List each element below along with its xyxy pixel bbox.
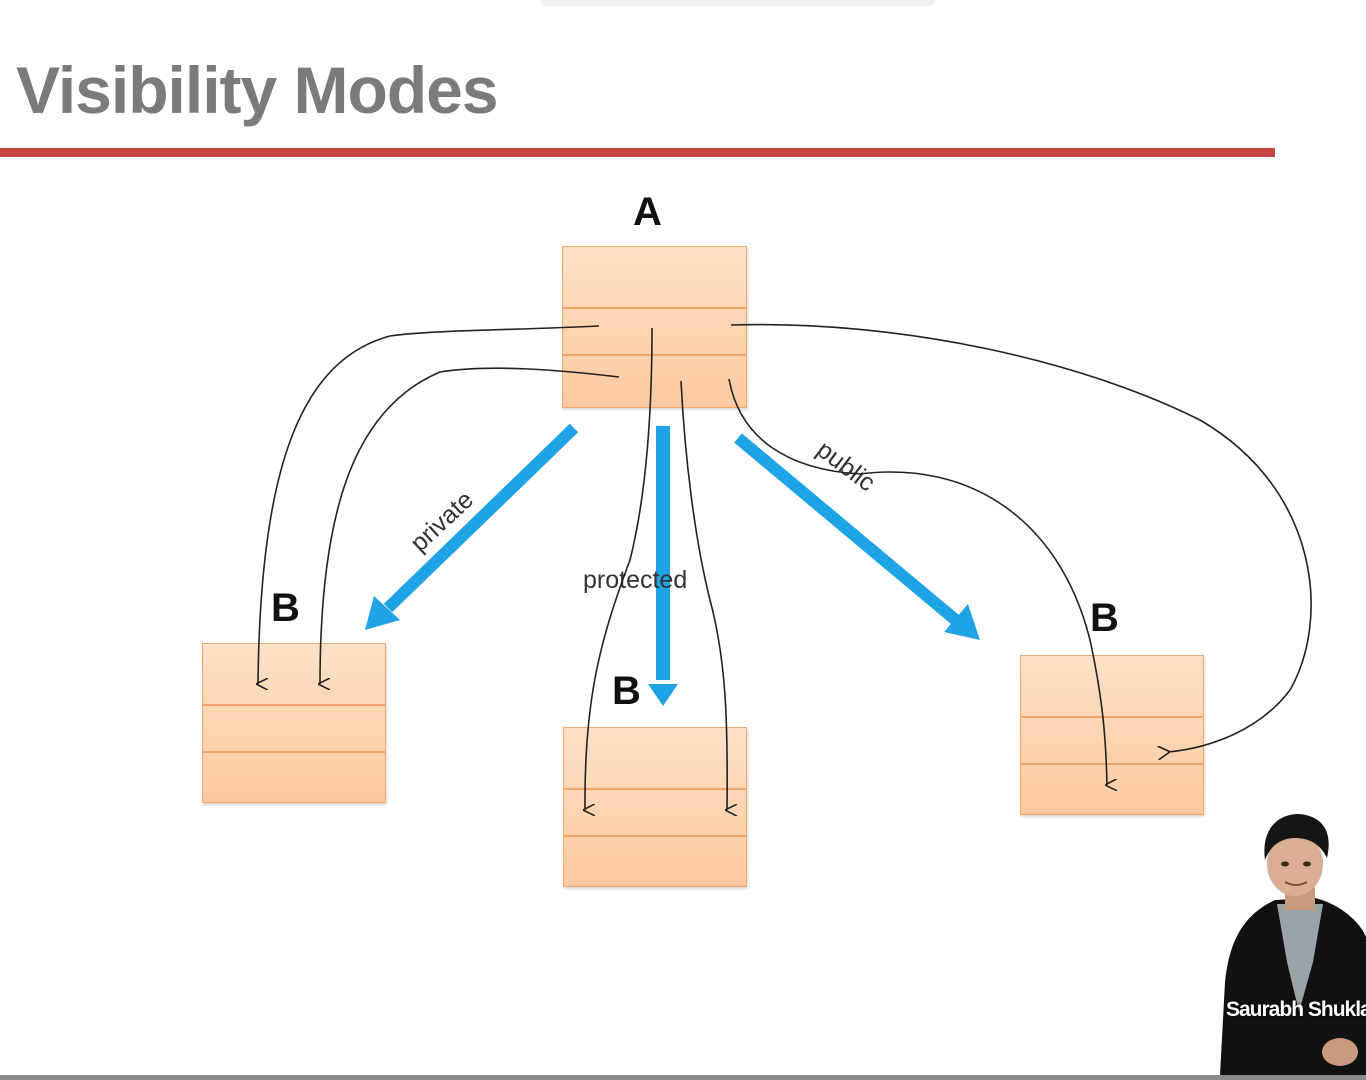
member-flow-curve bbox=[730, 323, 1312, 752]
bottom-border bbox=[0, 1075, 1366, 1080]
member-flow-curve bbox=[585, 327, 653, 810]
member-flow-curve bbox=[728, 378, 1107, 785]
box-divider bbox=[1021, 716, 1203, 718]
base-class-label: A bbox=[633, 190, 662, 234]
box-divider bbox=[563, 354, 746, 356]
protected-label: protected bbox=[583, 566, 687, 594]
public-inheritance-arrow bbox=[734, 433, 980, 640]
title-underline bbox=[0, 148, 1275, 157]
derived-class-label-protected: B bbox=[612, 669, 641, 713]
presenter-portrait-icon bbox=[1215, 812, 1366, 1075]
member-flow-curve bbox=[320, 367, 620, 684]
presenter-video-thumbnail bbox=[1215, 812, 1366, 1075]
top-tab-decoration bbox=[540, 0, 935, 6]
box-divider bbox=[564, 835, 746, 837]
slide-title: Visibility Modes bbox=[16, 53, 499, 127]
private-label: private bbox=[405, 486, 479, 558]
member-flow-curve bbox=[680, 380, 727, 810]
presenter-name: Saurabh Shukla bbox=[1226, 998, 1366, 1021]
protected-inheritance-arrow bbox=[648, 426, 678, 706]
member-flow-curve bbox=[258, 325, 600, 684]
box-divider bbox=[563, 307, 746, 309]
derived-class-box-protected bbox=[563, 727, 747, 887]
box-divider bbox=[203, 704, 385, 706]
box-divider bbox=[564, 788, 746, 790]
derived-class-box-private bbox=[202, 643, 386, 803]
public-label: public bbox=[811, 435, 880, 497]
derived-class-label-public: B bbox=[1090, 596, 1119, 640]
box-divider bbox=[203, 751, 385, 753]
private-inheritance-arrow bbox=[365, 423, 579, 630]
derived-class-label-private: B bbox=[271, 586, 300, 630]
box-divider bbox=[1021, 763, 1203, 765]
